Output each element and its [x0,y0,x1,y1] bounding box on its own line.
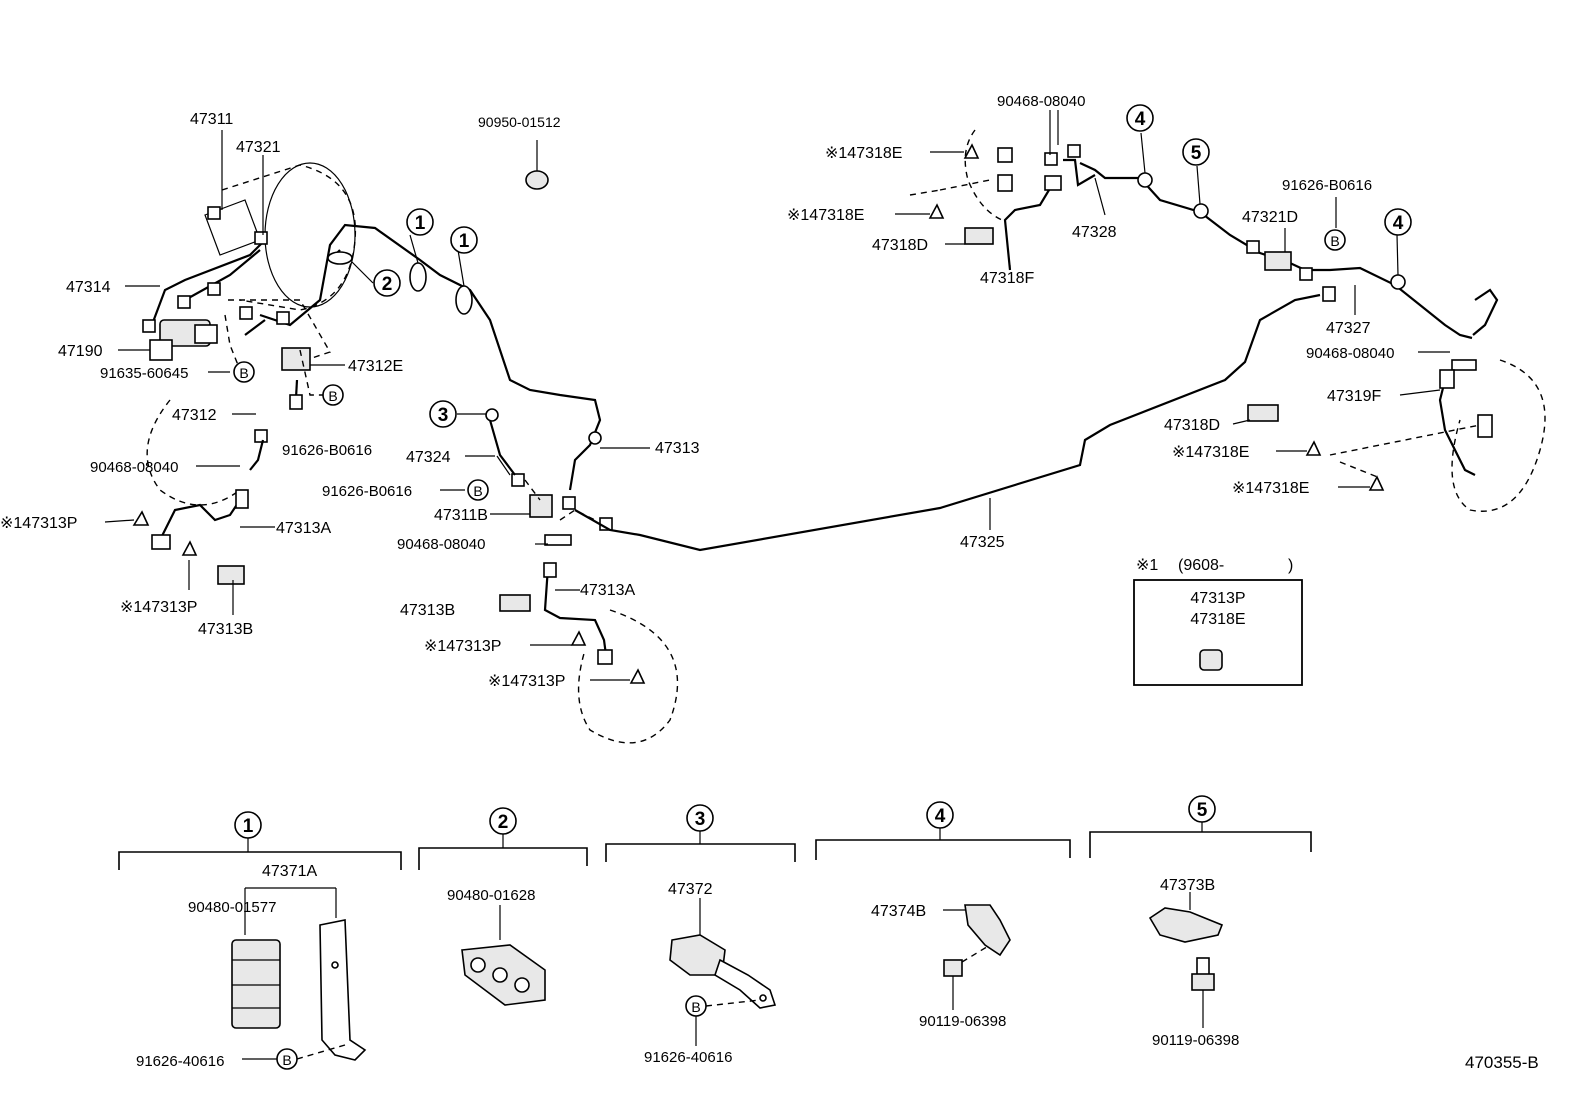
detail-callout-b-1: B [282,1052,291,1068]
label-47325: 47325 [960,534,1005,551]
callout-1a: 1 [415,213,426,234]
callout-5: 5 [1191,143,1202,164]
label-90480-01577: 90480-01577 [188,899,276,916]
callout-4a: 4 [1135,109,1146,130]
diagram-code: 470355-B [1465,1053,1539,1072]
label-91626-B0616-left: 91626-B0616 [282,442,372,459]
label-147318E-b: ※147318E [787,207,864,224]
label-47374B: 47374B [871,903,926,920]
label-90480-01628: 90480-01628 [447,887,535,904]
callout-1b: 1 [459,231,470,252]
label-47314: 47314 [66,279,111,296]
label-91626-B0616-mid: 91626-B0616 [322,483,412,500]
bracket-47373B [1148,892,1224,1028]
label-47311B: 47311B [434,507,488,524]
flare-nuts [142,206,613,531]
label-90468-08040-mid: 90468-08040 [397,536,485,553]
label-47321D: 47321D [1242,209,1298,226]
note-box-range: (9608- [1178,557,1224,574]
label-47371A: 47371A [262,863,317,880]
rear-right-area [1079,162,1546,512]
label-47319F: 47319F [1327,388,1381,405]
detail-callout-circles [234,795,1216,1070]
label-47327: 47327 [1326,320,1371,337]
brake-booster-outline [204,162,357,311]
label-47324: 47324 [406,449,451,466]
callout-3: 3 [438,405,449,426]
label-47372: 47372 [668,881,713,898]
label-90119-06398-g5: 90119-06398 [1152,1032,1239,1049]
note-box [1133,579,1303,686]
label-47313A-left: 47313A [276,520,331,537]
note-box-mark: ※1 [1136,557,1158,574]
label-47313B-left: 47313B [198,621,253,638]
clamp-90480-01628 [461,905,546,1006]
callout-4b: 4 [1393,213,1404,234]
label-47312E: 47312E [348,358,403,375]
label-90468-08040-right: 90468-08040 [1306,345,1394,362]
label-91635-60645: 91635-60645 [100,365,188,382]
label-47313B-mid: 47313B [400,602,455,619]
label-147313P-b: ※147313P [120,599,197,616]
callout-b-1: B [239,365,248,381]
label-47190: 47190 [58,343,103,360]
label-47328: 47328 [1072,224,1117,241]
front-left-disc-outline [146,379,303,585]
callout-b-4: B [1330,233,1339,249]
label-47313: 47313 [655,440,700,457]
label-47373B: 47373B [1160,877,1215,894]
detail-brackets [118,822,1312,870]
detail-callout-3: 3 [695,809,706,830]
three-way-joint [224,299,332,396]
note-box-line-1: 47313P [1190,590,1245,607]
label-90950-01512: 90950-01512 [478,114,561,130]
label-147318E-c: ※147318E [1172,444,1249,461]
detail-callout-5: 5 [1197,800,1208,821]
label-147318E-d: ※147318E [1232,480,1309,497]
clamp-47372 [669,898,777,1046]
detail-callout-1: 1 [243,816,254,837]
label-147313P-c: ※147313P [424,638,501,655]
clip-icons [132,143,1385,684]
bracket-47374B [943,904,1011,1010]
label-91626-B0616-right: 91626-B0616 [1282,177,1372,194]
clamp-47371A [231,887,367,1061]
label-91626-40616-g1: 91626-40616 [136,1053,224,1070]
label-91626-40616-g3: 91626-40616 [644,1049,732,1066]
callout-2: 2 [382,274,393,295]
grommet [525,140,549,190]
note-box-close: ) [1288,557,1293,574]
label-47313A-mid: 47313A [580,582,635,599]
label-47321: 47321 [236,139,281,156]
proportioning-valve [149,319,218,361]
label-90468-08040-top: 90468-08040 [997,93,1085,110]
label-90468-08040-left: 90468-08040 [90,459,178,476]
label-147318E-a: ※147318E [825,145,902,162]
label-90119-06398-g4: 90119-06398 [919,1013,1006,1030]
callout-circles [233,104,1412,501]
callout-b-2: B [328,388,337,404]
label-47318F: 47318F [980,270,1034,287]
rear-left-area [488,293,1321,744]
note-box-line-2: 47318E [1190,611,1245,628]
leader-lines [104,110,1450,681]
rear-upper-hose [909,129,1096,271]
label-47318D-right: 47318D [1164,417,1220,434]
callout-b-3: B [473,483,482,499]
detail-callout-b-3: B [691,999,700,1015]
pipe-clamps [327,251,602,445]
label-147313P-d: ※147313P [488,673,565,690]
detail-callout-2: 2 [498,812,509,833]
label-47318D-top: 47318D [872,237,928,254]
label-47312: 47312 [172,407,217,424]
label-147313P-a: ※147313P [0,515,77,532]
label-47311: 47311 [190,111,233,128]
detail-callout-4: 4 [935,806,946,827]
master-cylinder-lines [148,223,602,491]
